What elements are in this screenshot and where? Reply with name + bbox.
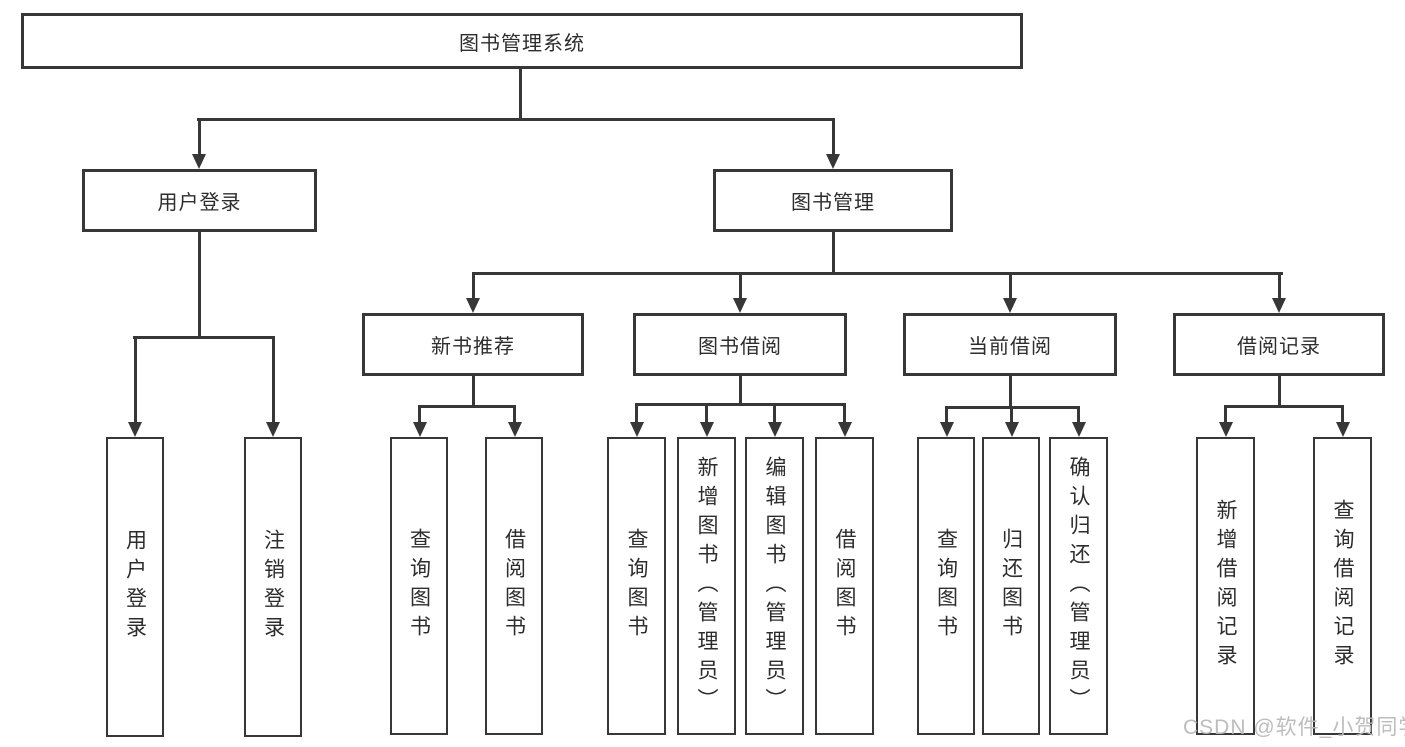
connector-line (271, 336, 275, 424)
watermark: CSDN @软件_小贺同学 (1183, 716, 1405, 739)
connector-line (513, 405, 516, 424)
connector-line (133, 336, 275, 339)
arrow-down-icon (1003, 298, 1017, 313)
arrow-down-icon (1218, 422, 1233, 437)
leaf-label: 确认归还（管理员） (1067, 455, 1090, 717)
leaf-label: 编辑图书（管理员） (763, 455, 786, 717)
leaf-add-book-admin: 新增图书（管理员） (677, 437, 736, 735)
connector-line (1008, 272, 1012, 300)
leaf-confirm-return-admin: 确认归还（管理员） (1049, 437, 1108, 735)
connector-line (1277, 272, 1281, 300)
leaf-label: 用户登录 (123, 529, 147, 645)
leaf-return-books: 归还图书 (982, 437, 1040, 735)
connector-line (738, 376, 742, 405)
node-label: 图书管理系统 (459, 32, 585, 55)
leaf-label: 注销登录 (261, 529, 285, 645)
connector-line (1224, 405, 1344, 408)
leaf-label: 新增借阅记录 (1214, 499, 1237, 673)
leaf-borrow-books: 借阅图书 (815, 437, 874, 735)
connector-line (519, 69, 522, 120)
connector-line (635, 403, 638, 424)
node-borrowing-records: 借阅记录 (1173, 313, 1385, 376)
leaf-user-login: 用户登录 (106, 437, 164, 737)
connector-line (418, 405, 516, 408)
leaf-label: 查询借阅记录 (1331, 499, 1354, 673)
connector-line (843, 403, 846, 424)
connector-line (1077, 406, 1080, 424)
connector-line (471, 376, 475, 407)
arrow-down-icon (466, 298, 480, 313)
arrow-down-icon (939, 422, 954, 437)
leaf-label: 借阅图书 (833, 528, 856, 644)
arrow-down-icon (767, 422, 782, 437)
connector-line (831, 118, 835, 156)
leaf-add-borrow-record: 新增借阅记录 (1196, 437, 1255, 735)
connector-line (1010, 406, 1013, 424)
connector-line (197, 118, 835, 121)
connector-line (1008, 376, 1012, 408)
connector-line (773, 403, 776, 424)
arrow-down-icon (1335, 422, 1350, 437)
arrow-down-icon (128, 422, 142, 437)
node-label: 图书管理 (791, 192, 875, 214)
connector-line (831, 232, 835, 274)
node-label: 图书借阅 (698, 336, 782, 358)
leaf-query-books-borrow: 查询图书 (607, 437, 666, 735)
node-book-borrowing: 图书借阅 (633, 313, 847, 376)
leaf-label: 查询图书 (934, 528, 958, 644)
leaf-query-borrow-record: 查询借阅记录 (1313, 437, 1372, 735)
node-book-management: 图书管理 (713, 169, 953, 232)
node-current-borrowing: 当前借阅 (903, 313, 1117, 376)
arrow-down-icon (733, 298, 747, 313)
arrow-down-icon (507, 422, 522, 437)
connector-line (1224, 405, 1227, 424)
node-label: 新书推荐 (431, 336, 515, 358)
arrow-down-icon (1004, 422, 1019, 437)
leaf-label: 新增图书（管理员） (695, 455, 718, 717)
connector-line (133, 336, 137, 424)
arrow-down-icon (837, 422, 852, 437)
arrow-down-icon (629, 422, 644, 437)
node-new-book-recommendation: 新书推荐 (362, 313, 584, 376)
arrow-down-icon (826, 154, 840, 169)
arrow-down-icon (412, 422, 427, 437)
node-library-management-system: 图书管理系统 (21, 13, 1023, 69)
connector-line (738, 272, 742, 300)
arrow-down-icon (699, 422, 714, 437)
leaf-label: 查询图书 (625, 528, 648, 644)
leaf-query-books-current: 查询图书 (917, 437, 975, 735)
arrow-down-icon (266, 422, 280, 437)
leaf-label: 查询图书 (407, 528, 431, 644)
connector-line (197, 118, 201, 156)
leaf-label: 借阅图书 (502, 528, 526, 644)
arrow-down-icon (1071, 422, 1086, 437)
node-label: 借阅记录 (1237, 336, 1321, 358)
arrow-down-icon (1272, 298, 1286, 313)
connector-line (945, 406, 948, 424)
connector-line (197, 232, 201, 339)
connector-line (418, 405, 421, 424)
node-label: 用户登录 (157, 192, 242, 214)
connector-line (471, 272, 1283, 275)
connector-line (471, 272, 475, 300)
leaf-edit-book-admin: 编辑图书（管理员） (745, 437, 804, 735)
leaf-borrow-books-recommend: 借阅图书 (485, 437, 543, 735)
node-user-login: 用户登录 (82, 169, 317, 232)
connector-line (635, 403, 846, 406)
arrow-down-icon (192, 154, 206, 169)
leaf-query-books-recommend: 查询图书 (390, 437, 448, 735)
connector-line (1277, 376, 1281, 407)
leaf-label: 归还图书 (999, 528, 1023, 644)
leaf-logout: 注销登录 (244, 437, 302, 737)
node-label: 当前借阅 (968, 336, 1052, 358)
connector-line (705, 403, 708, 424)
connector-line (1341, 405, 1344, 424)
